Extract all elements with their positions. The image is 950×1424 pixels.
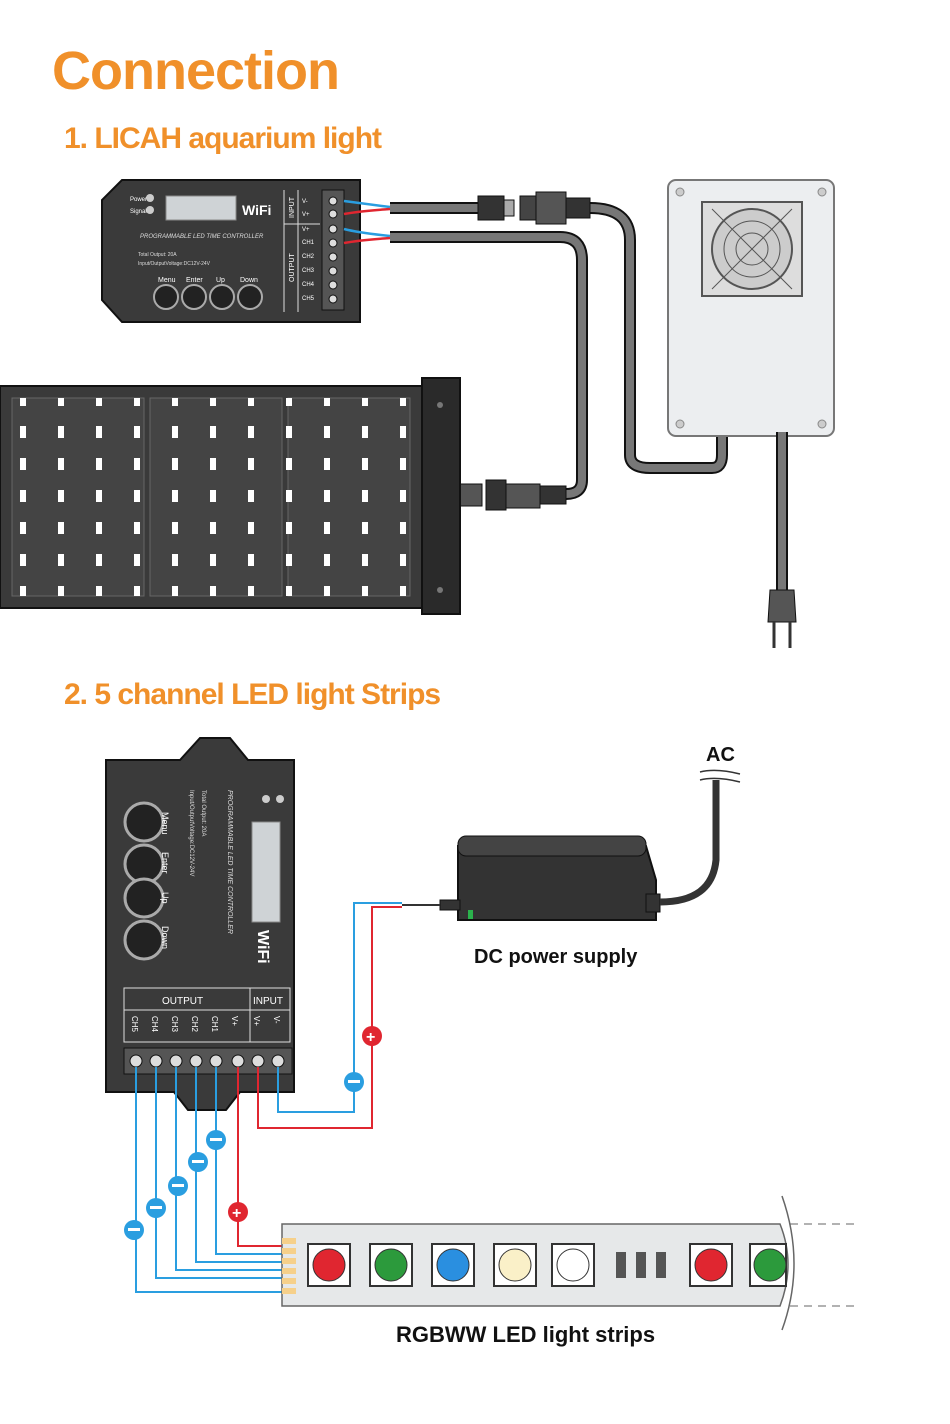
term-vplus-in: V+ xyxy=(302,212,310,218)
section1-title: 1. LICAH aquarium light xyxy=(64,122,382,155)
ac-label: AC xyxy=(706,744,735,766)
term2-vplus-out: V+ xyxy=(230,1016,239,1026)
term-ch3: CH3 xyxy=(302,268,315,274)
btn-label-down: Down xyxy=(240,277,258,284)
term-ch2: CH2 xyxy=(302,254,315,260)
term-vminus: V- xyxy=(302,199,308,205)
menu-button xyxy=(153,284,179,310)
term2-ch1: CH1 xyxy=(210,1016,219,1033)
wires-section1 xyxy=(343,199,728,500)
btn2-label-menu: Menu xyxy=(160,812,170,835)
negative-marker xyxy=(188,1152,208,1172)
controller2-spec-voltage: Input/OutputVoltage:DC12V-24V xyxy=(188,790,194,876)
wires-section2 xyxy=(135,902,402,1293)
term2-ch4: CH4 xyxy=(150,1016,159,1033)
output-label-2: OUTPUT xyxy=(162,996,203,1007)
polarity-markers: + + xyxy=(124,1026,382,1240)
output-label-1: OUTPUT xyxy=(289,253,296,283)
svg-text:+: + xyxy=(366,1029,375,1046)
controller-2: Menu Enter Up Down PROGRAMMABLE LED TIME… xyxy=(105,737,295,1111)
term-ch5: CH5 xyxy=(302,296,315,302)
term2-ch5: CH5 xyxy=(130,1016,139,1033)
down-button xyxy=(237,284,263,310)
negative-marker xyxy=(124,1220,144,1240)
btn2-label-up: Up xyxy=(160,892,170,904)
dc-power-supply xyxy=(402,769,741,921)
input-label-2: INPUT xyxy=(253,996,283,1007)
btn-label-enter: Enter xyxy=(186,277,203,284)
controller-name: PROGRAMMABLE LED TIME CONTROLLER xyxy=(140,234,264,240)
term2-ch3: CH3 xyxy=(170,1016,179,1033)
term-ch4: CH4 xyxy=(302,282,315,288)
controller-1: Power Signal WiFi PROGRAMMABLE LED TIME … xyxy=(101,179,361,323)
term2-vplus-in: V+ xyxy=(252,1016,261,1026)
down-button-2 xyxy=(123,919,165,961)
up-button-2 xyxy=(123,877,165,919)
dc-power-supply-label: DC power supply xyxy=(474,946,638,968)
btn2-label-down: Down xyxy=(160,926,170,949)
connector-top xyxy=(477,191,591,225)
positive-marker: + xyxy=(228,1202,248,1222)
positive-marker: + xyxy=(362,1026,382,1046)
btn-label-menu: Menu xyxy=(158,277,176,284)
menu-button-2 xyxy=(123,801,165,843)
spec-voltage: Input/OutputVoltage:DC12V-24V xyxy=(138,261,211,267)
section2-title: 2. 5 channel LED light Strips xyxy=(64,678,441,711)
term2-ch2: CH2 xyxy=(190,1016,199,1033)
enter-button xyxy=(181,284,207,310)
enter-button-2 xyxy=(123,843,165,885)
spec-total-output: Total Output: 20A xyxy=(138,252,177,258)
term-ch1: CH1 xyxy=(302,240,315,246)
signal-label: Signal xyxy=(130,209,147,215)
input-label-1: INPUT xyxy=(289,196,296,218)
controller2-name: PROGRAMMABLE LED TIME CONTROLLER xyxy=(226,790,233,934)
wifi-logo: WiFi xyxy=(242,202,271,218)
wifi-logo-2: WiFi xyxy=(254,930,271,964)
page-title: Connection xyxy=(52,41,340,101)
led-strip-label: RGBWW LED light strips xyxy=(396,1322,656,1347)
term2-vminus: V- xyxy=(272,1016,281,1024)
svg-text:+: + xyxy=(232,1205,241,1222)
controller2-spec-output: Total Output: 20A xyxy=(200,790,206,836)
term-vplus-out: V+ xyxy=(302,227,310,233)
btn2-label-enter: Enter xyxy=(160,852,170,874)
negative-marker xyxy=(146,1198,166,1218)
power-label: Power xyxy=(130,197,147,203)
btn-label-up: Up xyxy=(216,277,225,284)
up-button xyxy=(209,284,235,310)
aquarium-light xyxy=(0,377,461,615)
negative-marker xyxy=(206,1130,226,1150)
negative-marker xyxy=(344,1072,364,1092)
power-supply-box xyxy=(667,179,835,648)
connector-bottom xyxy=(459,479,567,511)
led-strip xyxy=(281,1195,856,1331)
negative-marker xyxy=(168,1176,188,1196)
